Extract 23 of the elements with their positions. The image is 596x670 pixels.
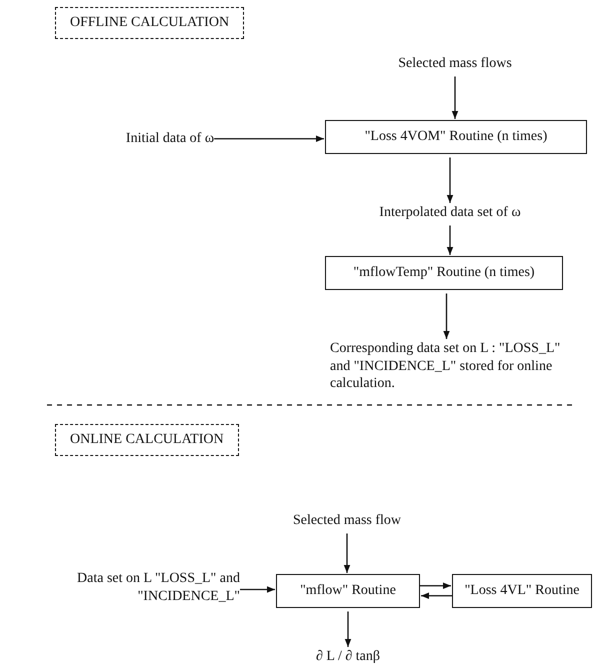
process-box: "Loss 4VOM" Routine (n times) [325,120,587,154]
arrow [420,582,451,589]
process-box: "mflowTemp" Routine (n times) [325,256,563,290]
arrow [446,226,454,255]
arrow [344,612,352,647]
arrow [421,592,452,599]
process-box: "mflow" Routine [276,574,420,608]
arrow [443,294,450,339]
process-box: "Loss 4VL" Routine [452,574,592,608]
input-label: Data set on L "LOSS_L" and "INCIDENCE_L" [8,570,240,605]
arrow [344,534,350,573]
arrow [240,586,275,593]
input-label: Selected mass flow [292,512,402,530]
result-label: ∂ L / ∂ tanβ [316,648,380,666]
arrow [452,76,458,119]
arrow [214,136,324,142]
arrow [446,158,454,203]
output-label: Corresponding data set on L : "LOSS_L" and "INCIDENCE_L" stored for online calculation. [330,340,580,392]
data-label: Interpolated data set of ω [379,204,521,222]
input-label: Initial data of ω [126,130,214,148]
section-heading: OFFLINE CALCULATION [55,7,244,38]
input-label: Selected mass flows [398,55,512,72]
section-heading: ONLINE CALCULATION [55,424,239,456]
